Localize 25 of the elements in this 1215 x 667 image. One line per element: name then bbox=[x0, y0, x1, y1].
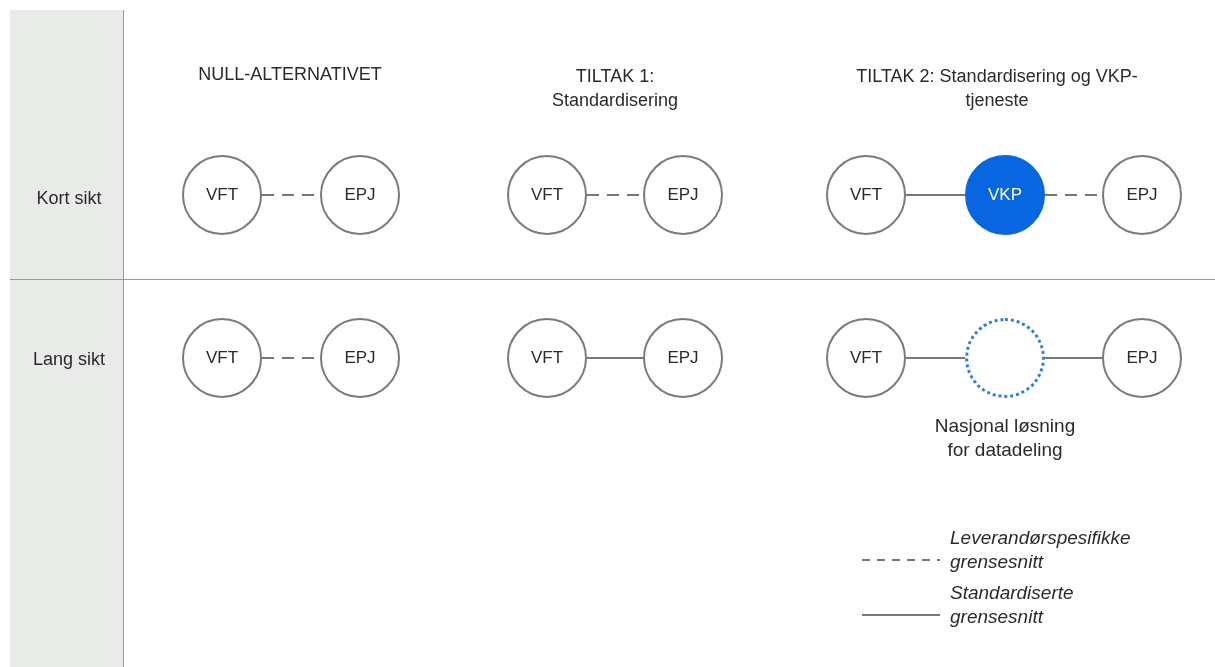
row-heading: Lang sikt bbox=[31, 348, 106, 371]
column-heading: NULL-ALTERNATIVET bbox=[197, 63, 383, 86]
system-circle: VFT bbox=[507, 155, 587, 235]
system-circle: VFT bbox=[826, 318, 906, 398]
legend-text: Standardiserte grensesnitt bbox=[950, 581, 1075, 629]
system-circle: EPJ bbox=[1102, 155, 1182, 235]
row-heading: Kort sikt bbox=[35, 187, 103, 210]
connector-line bbox=[1044, 357, 1103, 359]
legend-text: Leverandørspesifikke grensesnitt bbox=[950, 526, 1132, 574]
system-circle: EPJ bbox=[643, 155, 723, 235]
system-circle: EPJ bbox=[1102, 318, 1182, 398]
system-circle: VFT bbox=[507, 318, 587, 398]
connector-line bbox=[586, 357, 644, 359]
column-heading: TILTAK 2: Standardisering og VKP-tjeneste bbox=[855, 65, 1139, 112]
system-circle: VFT bbox=[182, 155, 262, 235]
connector-line bbox=[905, 357, 966, 359]
node-caption: Nasjonal løsning for datadeling bbox=[933, 414, 1077, 462]
system-circle: EPJ bbox=[643, 318, 723, 398]
system-circle: VKP bbox=[965, 155, 1045, 235]
column-heading: TILTAK 1: Standardisering bbox=[550, 65, 680, 112]
system-circle: VFT bbox=[826, 155, 906, 235]
system-circle: EPJ bbox=[320, 155, 400, 235]
connector-line bbox=[905, 194, 966, 196]
system-circle: VFT bbox=[182, 318, 262, 398]
system-circle: EPJ bbox=[320, 318, 400, 398]
